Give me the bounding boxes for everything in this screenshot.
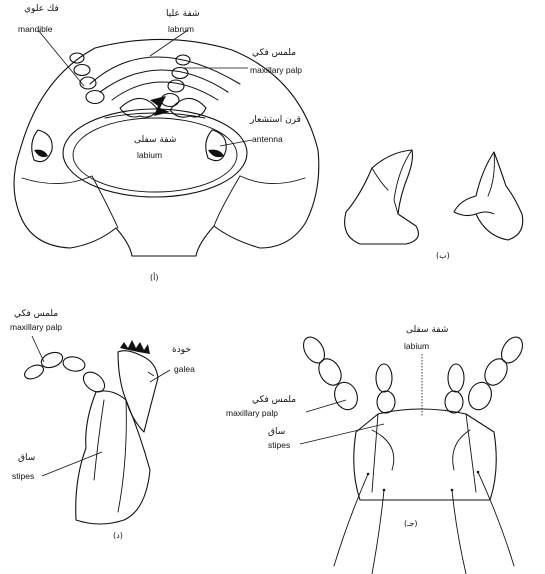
labium-label-a: labium	[137, 150, 162, 160]
panel-d-maxilla-drawing	[22, 336, 170, 524]
stipes-label-arabic-c: ساق	[268, 427, 285, 437]
panel-d-label: (د)	[113, 531, 123, 540]
maxillary-palp-label-arabic-d: ملمس فكي	[14, 309, 58, 319]
maxillary-palp-label-arabic-c: ملمس فكي	[252, 395, 296, 405]
labium-label-arabic-c: شفة سفلى	[406, 325, 448, 335]
maxillary-palp-label-d: maxillary palp	[10, 322, 62, 332]
panel-a-label: (أ)	[150, 272, 158, 282]
panel-c-labium-drawing	[299, 333, 527, 574]
mandible-label-arabic: فك علوي	[24, 4, 59, 14]
galea-label: galea	[174, 364, 195, 374]
stipes-label-c: stipes	[268, 440, 290, 450]
galea-label-arabic: خوذة	[172, 345, 191, 355]
labium-label-arabic-a: شفة سفلى	[134, 135, 176, 145]
labrum-label: labrum	[168, 24, 194, 34]
panel-b-label: (ب)	[436, 251, 450, 260]
panel-c-label: (جـ)	[404, 519, 418, 528]
panel-b-mandibles-drawing	[345, 150, 523, 244]
maxillary-palp-label-arabic-a: ملمس فكي	[252, 48, 296, 58]
stipes-label-d: stipes	[12, 471, 34, 481]
mandible-label: mandible	[18, 24, 53, 34]
antenna-label: antenna	[252, 134, 283, 144]
antenna-label-arabic: قرن استشعار	[249, 115, 301, 125]
stipes-label-arabic-d: ساق	[18, 453, 35, 463]
labium-label-c: labium	[404, 341, 429, 351]
maxillary-palp-label-a: maxillary palp	[250, 65, 302, 75]
maxillary-palp-label-c: maxillary palp	[226, 408, 278, 418]
labrum-label-arabic: شفة عليا	[166, 9, 200, 19]
